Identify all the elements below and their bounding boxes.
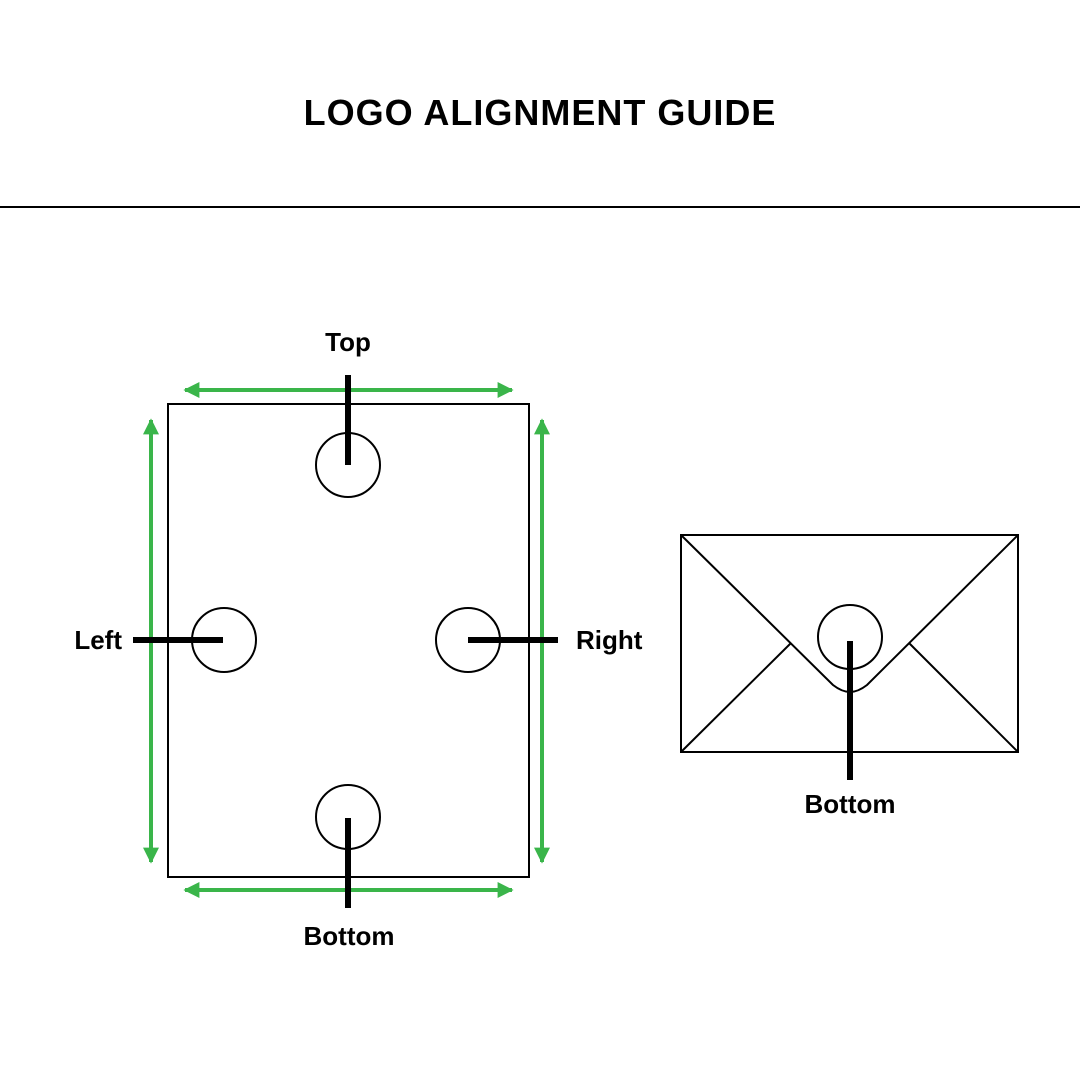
envelope-fold-left (680, 642, 792, 753)
page-title: LOGO ALIGNMENT GUIDE (303, 92, 777, 133)
envelope-fold-right (908, 642, 1019, 753)
label-bottom: Bottom (304, 921, 395, 951)
label-top: Top (325, 327, 371, 357)
page-diagram: Top Left Right Bottom (74, 327, 642, 951)
label-right: Right (576, 625, 643, 655)
header-divider (0, 206, 1080, 208)
label-envelope-bottom: Bottom (805, 789, 896, 819)
envelope-diagram: Bottom (680, 534, 1019, 819)
label-left: Left (74, 625, 122, 655)
